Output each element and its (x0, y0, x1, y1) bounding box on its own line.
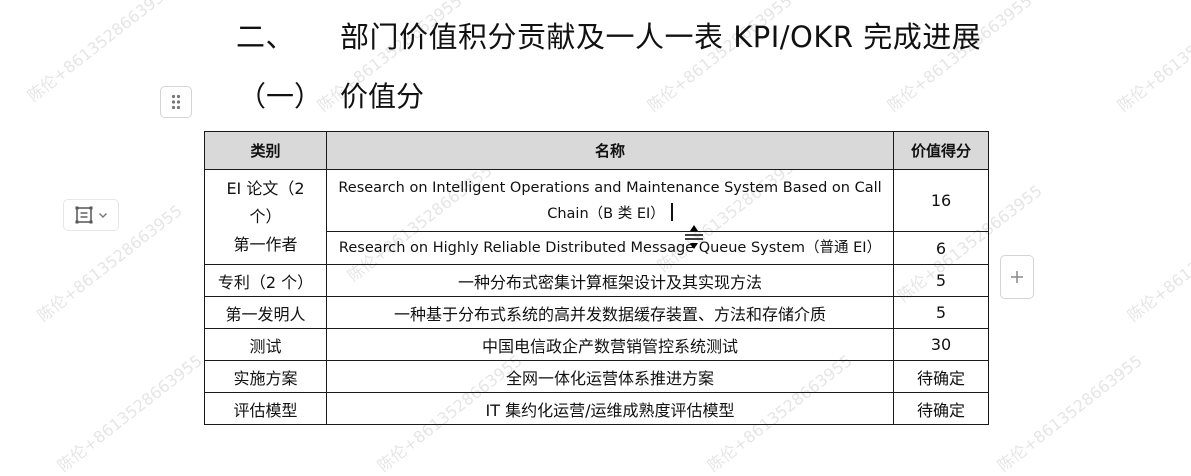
name-cell[interactable]: 一种基于分布式系统的高并发数据缓存装置、方法和存储介质 (326, 296, 894, 329)
table-row: 专利（2 个） 一种分布式密集计算框架设计及其实现方法 5 (204, 264, 989, 297)
name-cell[interactable]: IT 集约化运营/运维成熟度评估模型 (326, 392, 894, 425)
block-type-icon (75, 206, 93, 224)
category-line: EI 论文（2 个） (226, 179, 305, 226)
table-row: 第一发明人 一种基于分布式系统的高并发数据缓存装置、方法和存储介质 5 (204, 296, 989, 329)
watermark-text: 陈伦+8613528663955 (23, 0, 176, 106)
heading2-text: 价值分 (340, 80, 425, 113)
row-resize-cursor-icon (685, 225, 703, 249)
watermark-text: 陈伦+8613528663955 (1123, 200, 1191, 326)
chevron-down-icon (99, 213, 107, 218)
heading2-number: （一） (238, 80, 323, 113)
header-category: 类别 (204, 131, 327, 170)
heading-level-1: 二、 部门价值积分贡献及一人一表 KPI/OKR 完成进展 (236, 14, 981, 60)
heading1-text: 部门价值积分贡献及一人一表 KPI/OKR 完成进展 (340, 20, 982, 54)
heading-level-2: （一） 价值分 (238, 74, 424, 120)
table-row: Research on Highly Reliable Distributed … (205, 231, 989, 265)
header-score: 价值得分 (893, 131, 989, 170)
drag-handle-button[interactable] (160, 86, 192, 118)
watermark-text: 陈伦+8613528663955 (53, 350, 206, 476)
category-cell[interactable]: 专利（2 个） (204, 264, 327, 297)
header-name: 名称 (326, 131, 894, 170)
category-cell[interactable]: 实施方案 (204, 360, 327, 393)
score-cell[interactable]: 30 (893, 328, 989, 361)
table-row: EI 论文（2 个） 第一作者 Research on Intelligent … (204, 169, 989, 265)
add-block-button[interactable] (1000, 255, 1034, 299)
name-cell[interactable]: Research on Highly Reliable Distributed … (326, 231, 894, 265)
score-cell[interactable]: 5 (893, 296, 989, 329)
score-cell[interactable]: 5 (893, 264, 989, 297)
table-header-row: 类别 名称 价值得分 (204, 131, 989, 170)
category-cell[interactable]: 评估模型 (204, 392, 327, 425)
category-cell[interactable]: EI 论文（2 个） 第一作者 (204, 169, 327, 265)
value-score-table: 类别 名称 价值得分 EI 论文（2 个） 第一作者 Research on I… (204, 131, 989, 425)
score-cell[interactable]: 16 (893, 169, 989, 232)
name-cell[interactable]: Research on Intelligent Operations and M… (326, 169, 894, 232)
heading1-number: 二、 (236, 20, 296, 54)
text-caret (670, 202, 673, 221)
score-cell[interactable]: 待确定 (893, 392, 989, 425)
name-text: Research on Intelligent Operations and M… (338, 179, 882, 222)
category-cell[interactable]: 第一发明人 (204, 296, 327, 329)
name-cell[interactable]: 全网一体化运营体系推进方案 (326, 360, 894, 393)
category-line: 第一作者 (233, 235, 298, 254)
table-row: 实施方案 全网一体化运营体系推进方案 待确定 (204, 360, 989, 393)
watermark-text: 陈伦+8613528663955 (1113, 0, 1191, 116)
watermark-text: 陈伦+8613528663955 (993, 350, 1146, 476)
score-cell[interactable]: 待确定 (893, 360, 989, 393)
block-type-menu-button[interactable] (63, 199, 119, 231)
plus-icon (1011, 271, 1023, 283)
table-row: 评估模型 IT 集约化运营/运维成熟度评估模型 待确定 (204, 392, 989, 425)
table-row: 测试 中国电信政企产数营销管控系统测试 30 (204, 328, 989, 361)
name-cell[interactable]: 中国电信政企产数营销管控系统测试 (326, 328, 894, 361)
category-cell[interactable]: 测试 (204, 328, 327, 361)
drag-dots-icon (171, 94, 181, 110)
name-cell[interactable]: 一种分布式密集计算框架设计及其实现方法 (326, 264, 894, 297)
score-cell[interactable]: 6 (893, 231, 989, 265)
